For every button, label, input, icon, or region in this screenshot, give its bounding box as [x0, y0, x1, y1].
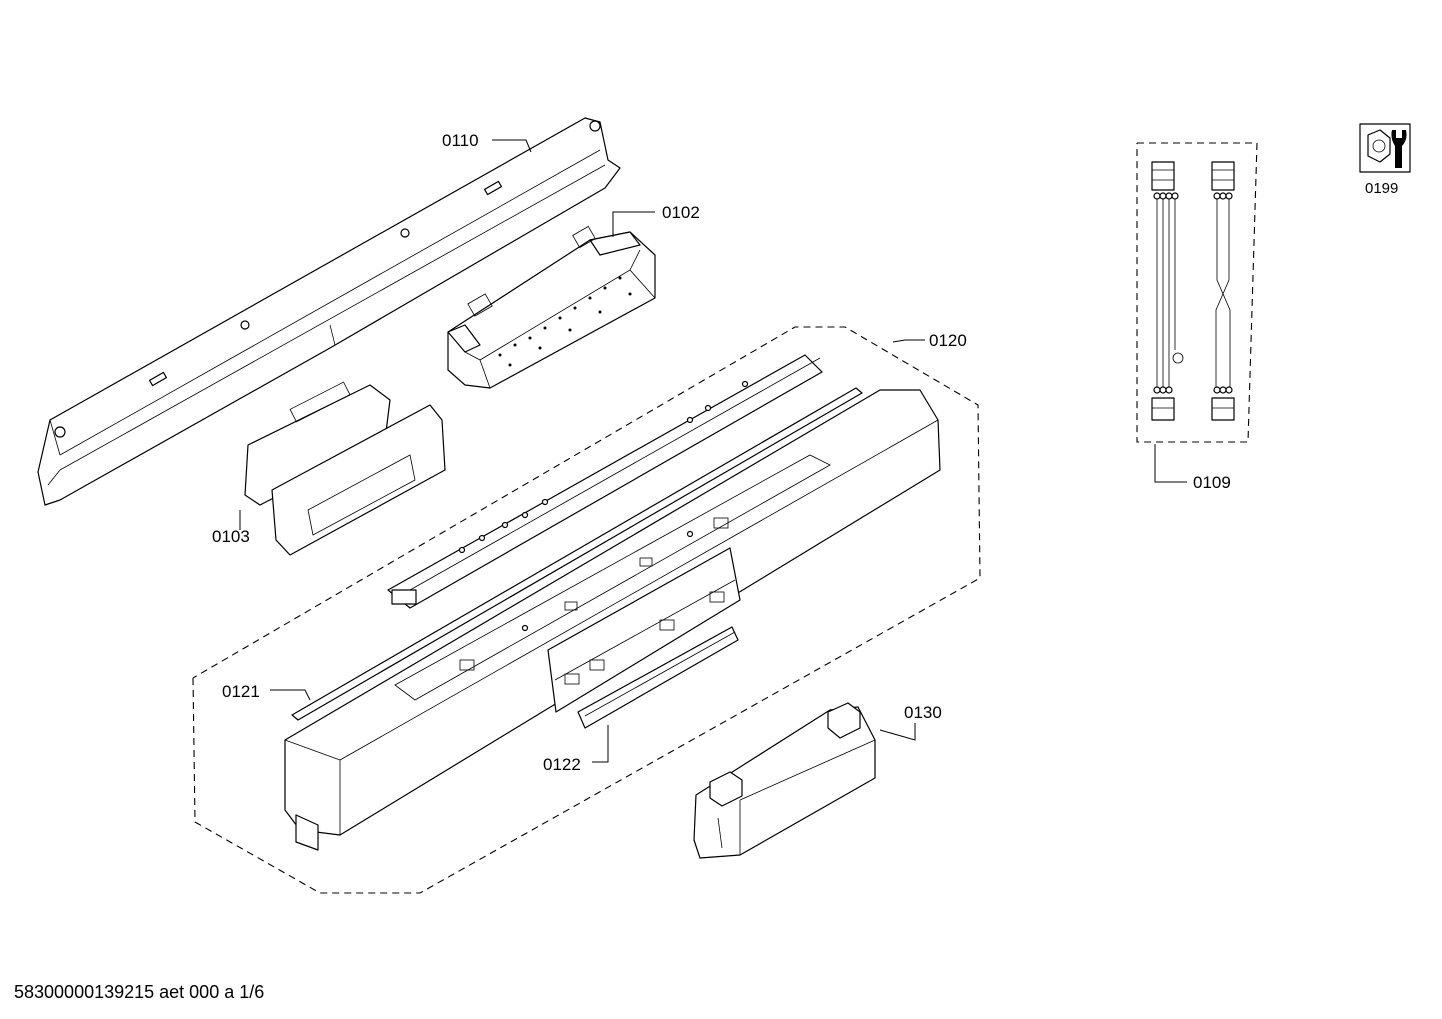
leader-0120 [892, 339, 925, 343]
leader-0122 [592, 725, 609, 763]
part-0110-mounting-rail [37, 117, 621, 506]
leader-0130 [879, 723, 916, 741]
part-0109-cable-harness [1136, 142, 1258, 443]
wrench-nut-icon [1359, 123, 1411, 173]
part-0130-bracket [693, 702, 876, 859]
part-0120-button-strip [387, 354, 823, 609]
leader-0102 [612, 211, 655, 237]
document-reference: 58300000139215 aet 000 a 1/6 [14, 982, 264, 1002]
part-0120-control-panel [284, 389, 941, 851]
label-0103: 0103 [212, 527, 250, 546]
leader-0121 [270, 689, 311, 701]
label-0120: 0120 [929, 331, 967, 350]
part-0122-bar [577, 626, 739, 729]
label-0110: 0110 [442, 131, 479, 150]
label-0102: 0102 [662, 203, 700, 222]
part-0121-rod [291, 387, 863, 721]
label-0122: 0122 [543, 755, 581, 774]
label-0121: 0121 [222, 682, 260, 701]
part-0102-control-module [447, 225, 656, 389]
leader-0109 [1154, 444, 1187, 483]
part-0103-display-module [244, 381, 446, 556]
leader-0110 [492, 139, 532, 153]
label-0199: 0199 [1365, 180, 1398, 197]
label-0109: 0109 [1193, 473, 1231, 492]
pcb-components [498, 276, 632, 367]
label-0130: 0130 [904, 703, 942, 722]
